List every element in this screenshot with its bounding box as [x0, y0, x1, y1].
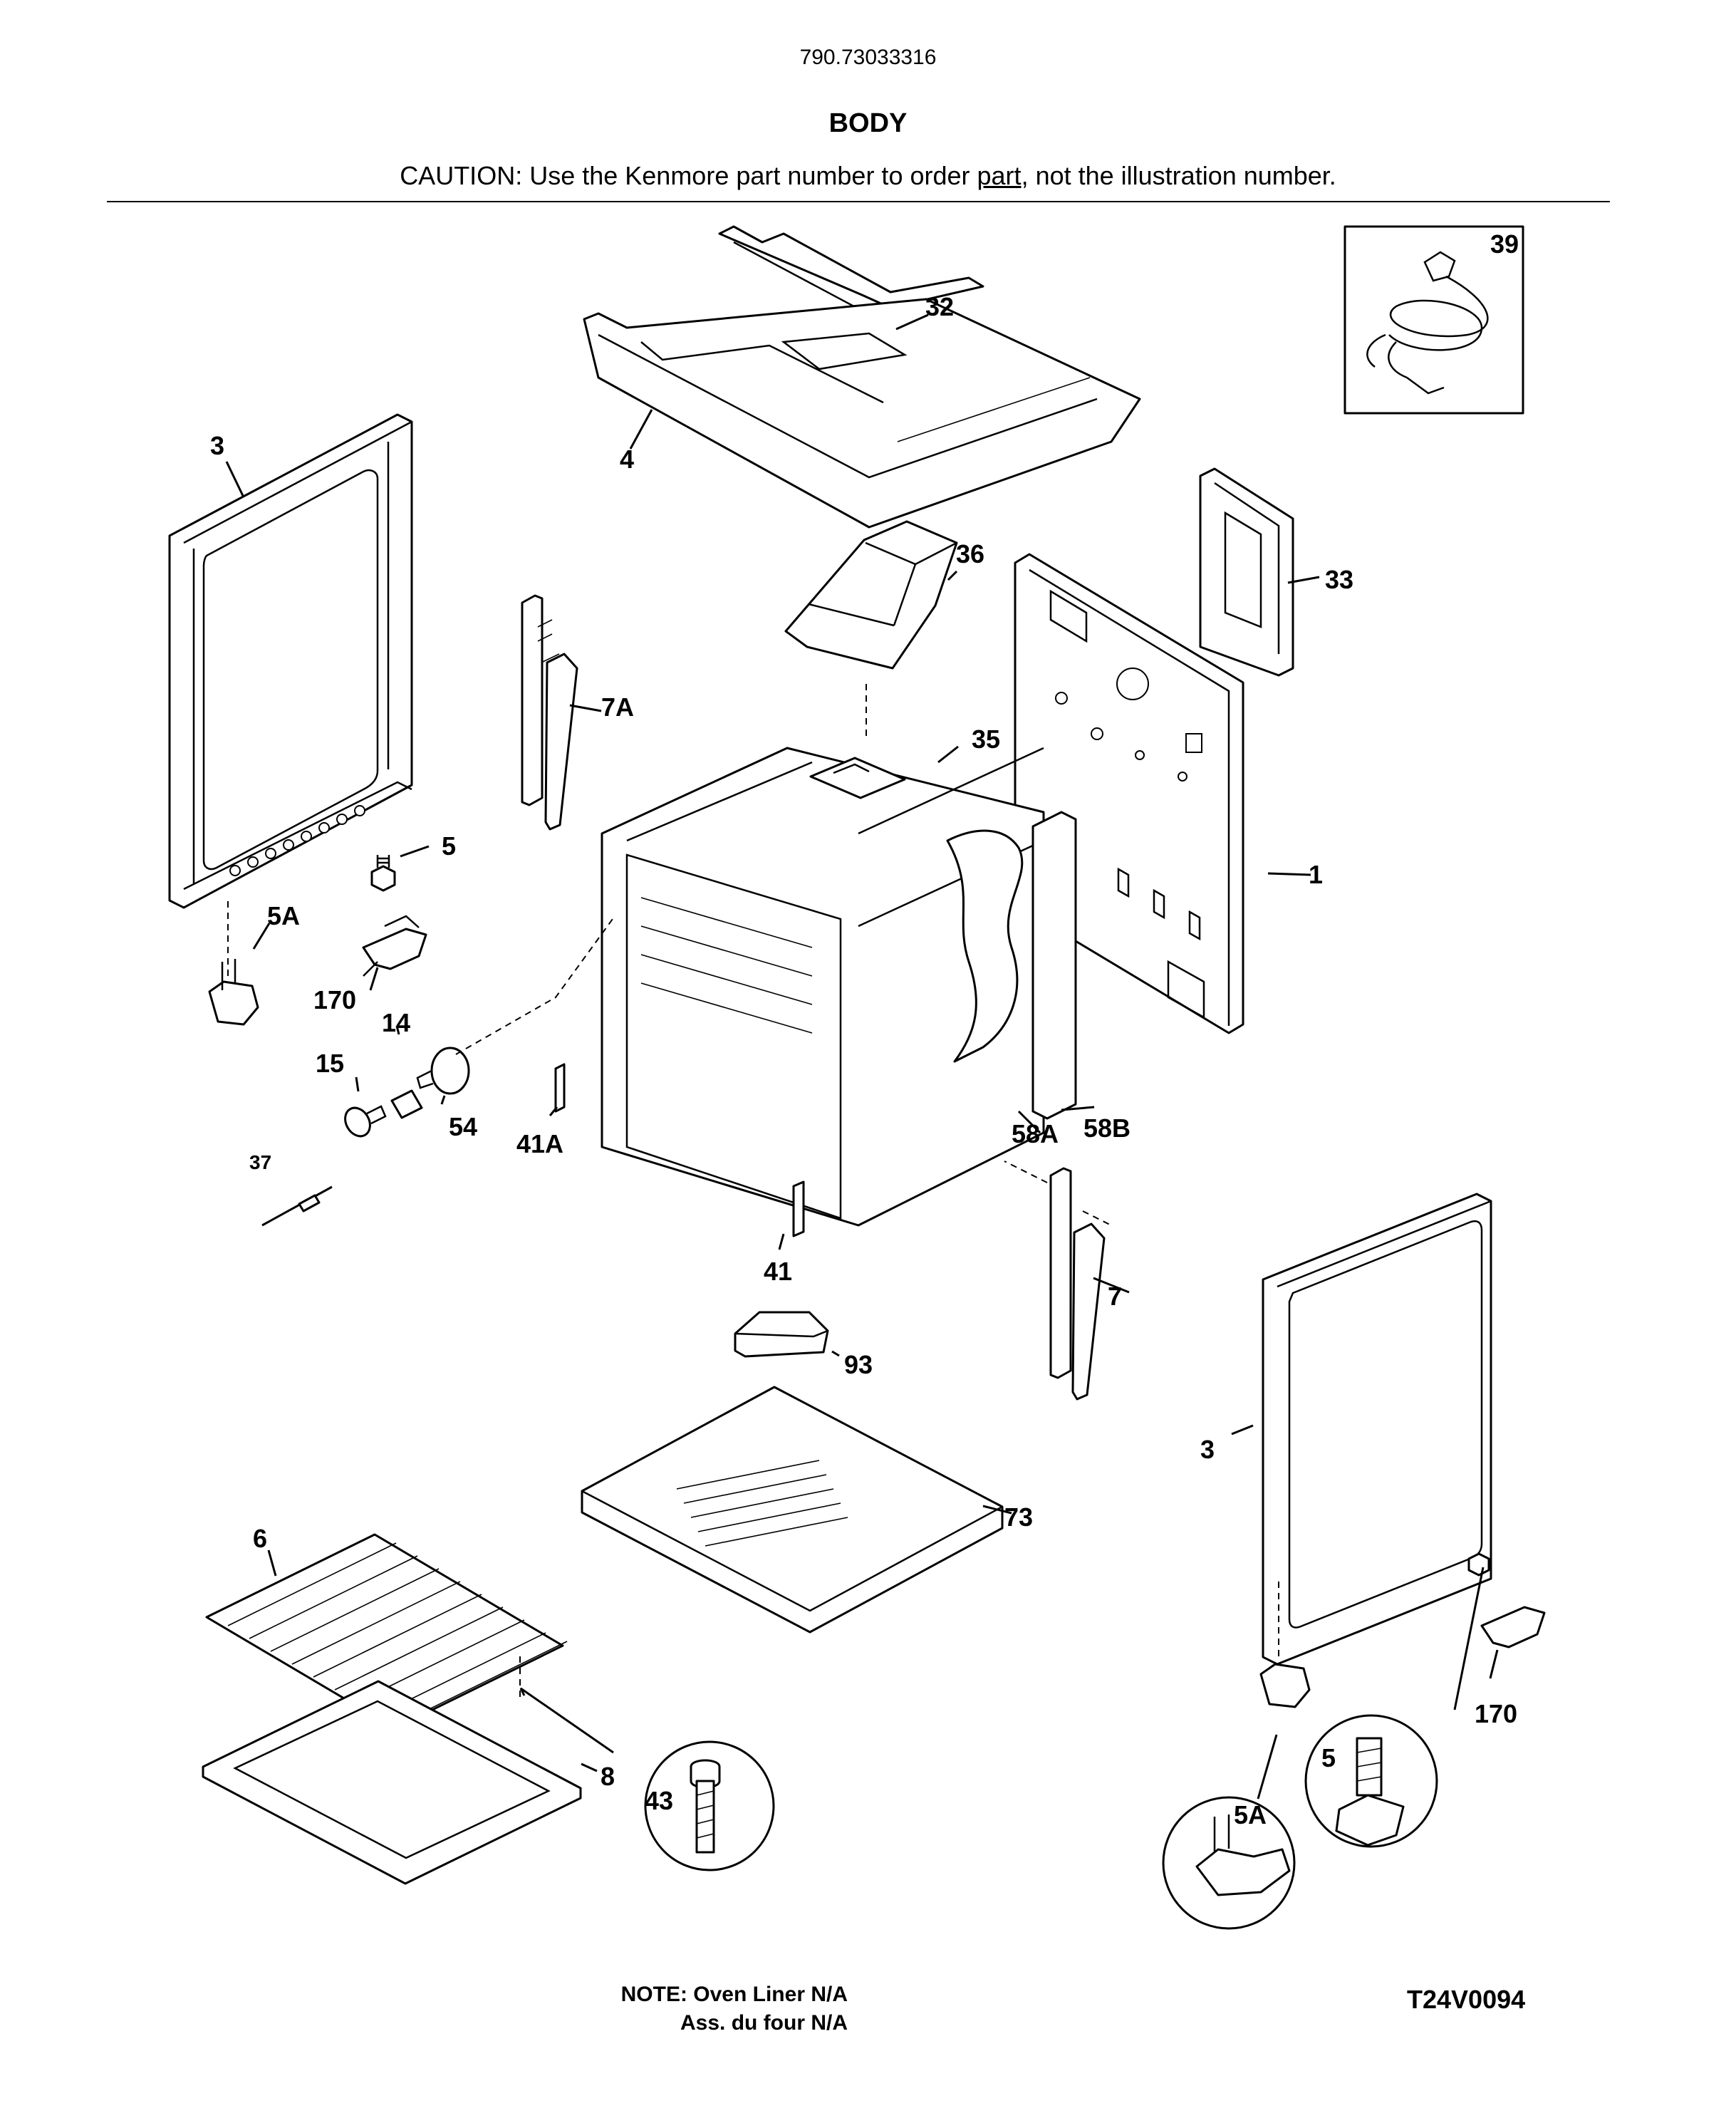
label-5-left: 5: [442, 831, 456, 861]
label-54: 54: [449, 1112, 477, 1141]
part-170-left-leg-bracket[interactable]: [362, 915, 427, 977]
label-37: 37: [249, 1151, 271, 1173]
label-5-right: 5: [1321, 1743, 1336, 1772]
label-6: 6: [253, 1524, 267, 1553]
label-35: 35: [972, 725, 1000, 754]
header-divider: [107, 201, 1610, 202]
part-5a-left-leg-bracket[interactable]: [208, 959, 259, 1026]
caution-text-end: , not the illustration number.: [1021, 161, 1336, 190]
label-41a: 41A: [516, 1129, 563, 1158]
assembly-guides: [455, 684, 1112, 1699]
part-3-left-side-panel[interactable]: [168, 413, 413, 909]
part-170-right-leg-bracket[interactable]: [1480, 1606, 1546, 1649]
label-7a: 7A: [601, 692, 634, 722]
label-33: 33: [1325, 565, 1353, 594]
part-8-broiler-pan[interactable]: [202, 1680, 582, 1885]
part-58b-insulation[interactable]: [1031, 811, 1077, 1120]
label-73: 73: [1004, 1502, 1033, 1532]
note-line-1: NOTE: Oven Liner N/A: [620, 1983, 848, 2006]
label-1: 1: [1309, 860, 1323, 889]
oven-body-assembly: [601, 747, 1045, 1227]
part-15-light-bulb[interactable]: [341, 1104, 387, 1141]
part-54-light-lens[interactable]: [416, 1047, 470, 1095]
label-7: 7: [1108, 1282, 1122, 1311]
part-93-foam-block[interactable]: [734, 1311, 829, 1358]
label-58a: 58A: [1012, 1119, 1059, 1148]
label-43: 43: [645, 1786, 673, 1815]
part-36-vent-duct[interactable]: [784, 520, 958, 670]
page-title: BODY: [828, 108, 908, 138]
part-33-rear-cover[interactable]: [1199, 467, 1294, 677]
label-58b: 58B: [1083, 1113, 1131, 1143]
caution-text: CAUTION: Use the Kenmore part number to …: [400, 161, 977, 190]
part-5-leg-callout[interactable]: [1304, 1714, 1438, 1848]
part-14-bulb-socket[interactable]: [390, 1089, 423, 1119]
part-58a-insulation[interactable]: [946, 829, 1024, 1063]
note-line-2: Ass. du four N/A: [680, 2011, 848, 2035]
label-170-right: 170: [1475, 1699, 1517, 1728]
label-14: 14: [382, 1008, 410, 1037]
label-5a-right: 5A: [1234, 1800, 1267, 1829]
part-35-duct-bracket[interactable]: [809, 757, 906, 799]
part-5a-right-leg-bracket[interactable]: [1259, 1663, 1311, 1708]
part-7-right-hinge[interactable]: [1049, 1167, 1106, 1401]
part-5a-bracket-callout[interactable]: [1162, 1796, 1296, 1930]
label-170-left: 170: [313, 985, 356, 1014]
diagram-code: T24V0094: [1407, 1985, 1526, 2014]
part-labels: 39 32 4 3 36 33 7A 35 5 1 5A 170 14 15 5…: [210, 229, 1519, 1829]
part-73-bottom-panel[interactable]: [581, 1386, 1004, 1634]
label-15: 15: [316, 1049, 344, 1078]
part-3-right-side-panel[interactable]: [1262, 1193, 1492, 1666]
label-41: 41: [764, 1257, 792, 1286]
footer-note: NOTE: Oven Liner N/A Ass. du four N/A: [527, 1980, 848, 2037]
caution-notice: CAUTION: Use the Kenmore part number to …: [0, 161, 1736, 191]
label-4: 4: [620, 445, 634, 474]
caution-part-link[interactable]: part: [977, 161, 1022, 190]
left-panel-holes: [229, 805, 365, 876]
part-39-power-cord[interactable]: [1343, 225, 1524, 415]
label-3-right: 3: [1200, 1435, 1215, 1464]
bottom-panel-vent-slots: [676, 1460, 848, 1547]
label-32: 32: [925, 292, 954, 321]
part-41-clip[interactable]: [792, 1180, 805, 1237]
part-4-top-panel[interactable]: [583, 298, 1141, 529]
part-43-screw-callout[interactable]: [644, 1740, 775, 1871]
label-5a-left: 5A: [267, 901, 300, 930]
part-37-oven-sensor[interactable]: [261, 1185, 333, 1227]
part-7a-left-hinge[interactable]: [521, 594, 578, 831]
part-5-right-leveling-leg[interactable]: [1467, 1552, 1490, 1577]
part-5-left-leveling-leg[interactable]: [370, 855, 396, 892]
label-93: 93: [844, 1350, 873, 1379]
part-6-oven-rack[interactable]: [205, 1533, 568, 1730]
label-39: 39: [1490, 229, 1519, 259]
leader-lines: [225, 313, 1499, 1800]
label-8: 8: [601, 1762, 615, 1791]
label-3-left: 3: [210, 431, 224, 460]
part-41a-clip[interactable]: [554, 1063, 566, 1113]
model-number: 790.73033316: [799, 46, 937, 69]
label-36: 36: [956, 539, 984, 568]
